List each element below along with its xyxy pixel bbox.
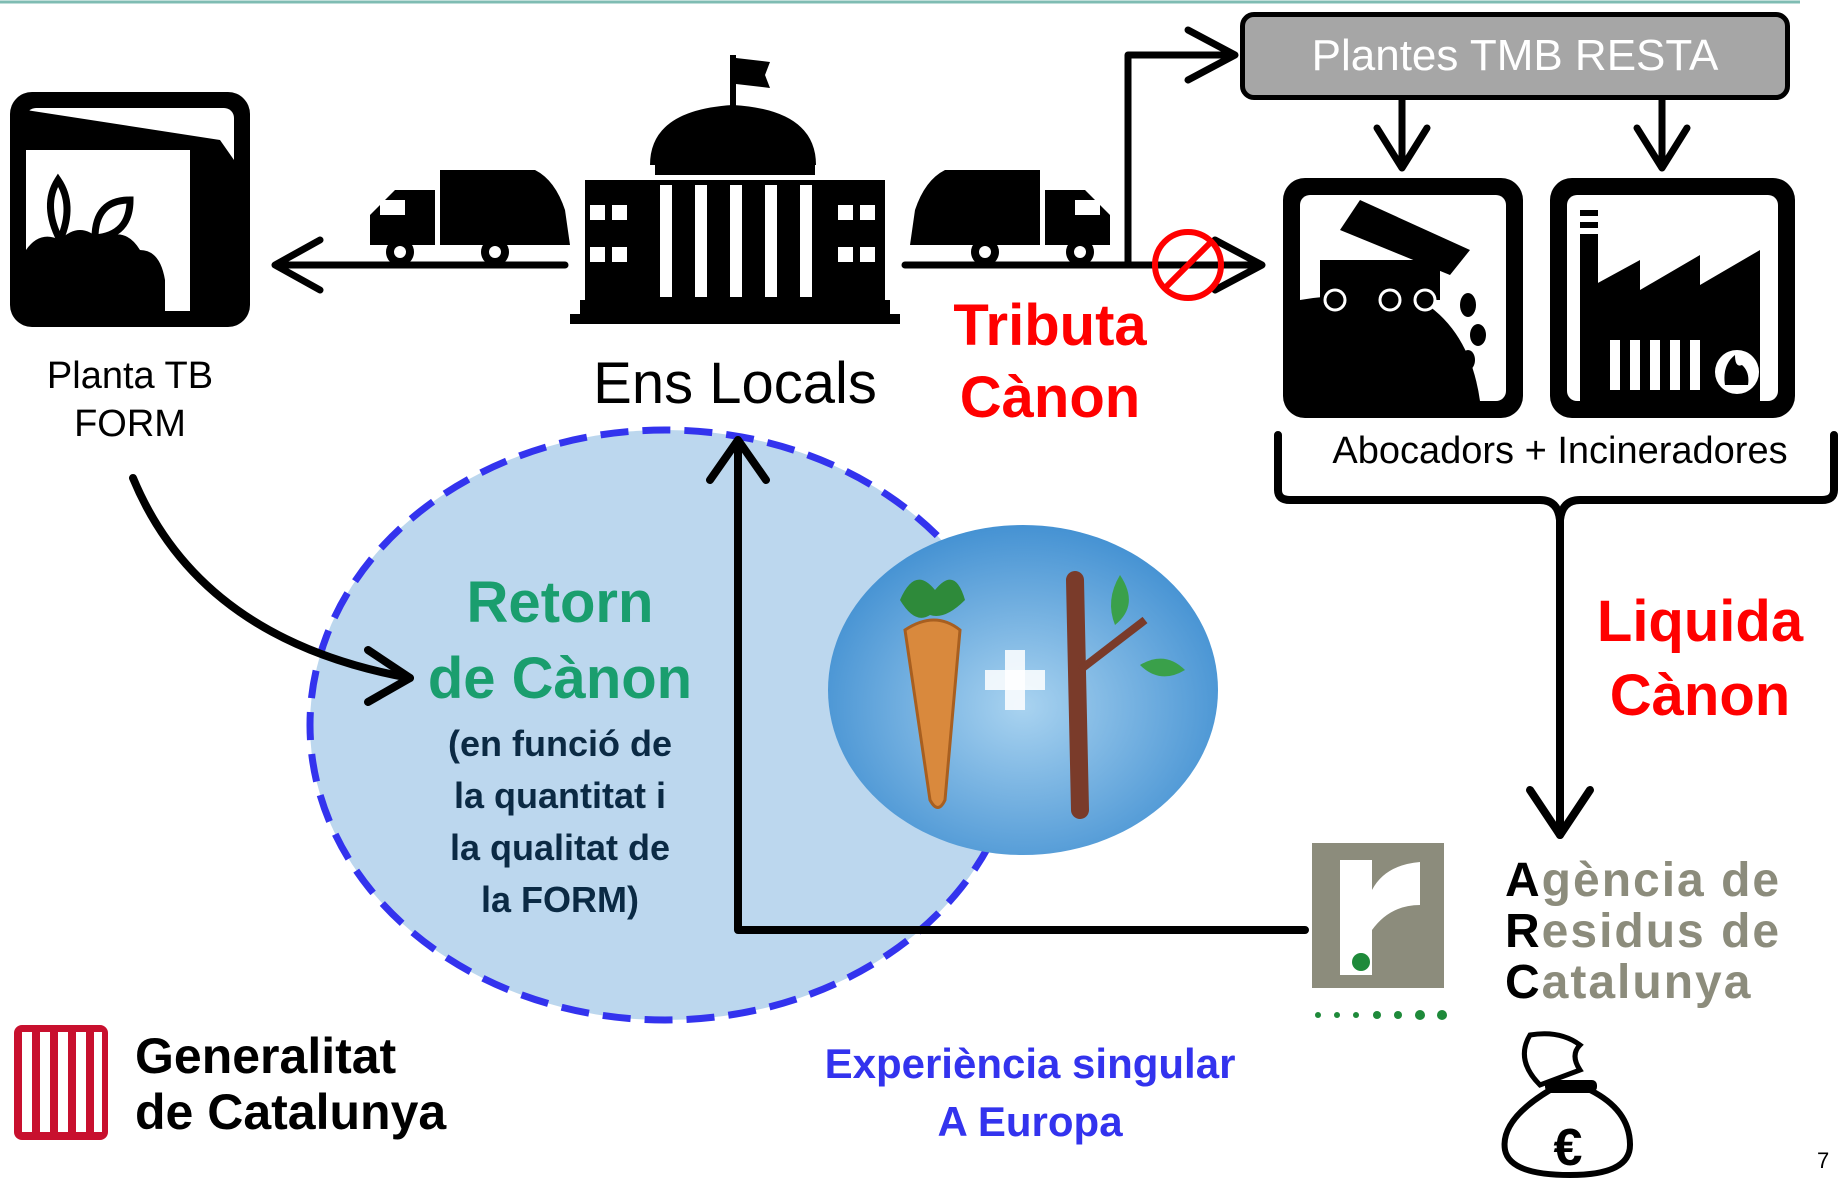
retorn-sub4: la FORM) [481, 879, 639, 920]
tmb-plants-box: Plantes TMB RESTA [1240, 12, 1790, 100]
arrow-to-tmb [1124, 26, 1239, 269]
retorn-title: Retorn de Cànon [400, 565, 720, 717]
arc-text-line1: Agència de [1505, 855, 1781, 907]
no-entry-icon [1152, 229, 1224, 301]
garbage-truck-icon [370, 170, 570, 266]
retorn-line2: de Cànon [427, 646, 693, 711]
generalitat-text: Generalitat de Catalunya [135, 1028, 446, 1140]
town-hall-icon [570, 55, 900, 324]
retorn-sub2: la quantitat i [453, 775, 666, 816]
arc-logo [1312, 843, 1447, 1020]
generalitat-line2: de Catalunya [135, 1084, 447, 1140]
tributa-line2: Cànon [959, 365, 1141, 430]
retorn-line1: Retorn [466, 570, 654, 635]
tributa-line1: Tributa [953, 293, 1147, 358]
retorn-subtitle: (en funció de la quantitat i la qualitat… [400, 718, 720, 926]
generalitat-logo [14, 1025, 108, 1140]
generalitat-line1: Generalitat [135, 1028, 397, 1084]
arc-initial-a: A [1505, 854, 1542, 907]
experiencia-line1: Experiència singular [824, 1040, 1236, 1087]
landfill-icon [1283, 178, 1523, 418]
arc-text-line3: Catalunya [1505, 957, 1752, 1009]
retorn-sub3: la qualitat de [449, 827, 671, 868]
carrot-branch-icon [828, 525, 1218, 855]
garbage-truck-icon [910, 170, 1110, 266]
retorn-sub1: (en funció de [448, 723, 672, 764]
arc-rest-1: gència de [1541, 854, 1782, 907]
experiencia-label: Experiència singular A Europa [790, 1035, 1270, 1151]
planta-line1: Planta TB [46, 355, 214, 397]
arrow-to-arc [1526, 511, 1594, 839]
ens-locals-label: Ens Locals [593, 351, 877, 416]
planta-label: Planta TB FORM [30, 352, 230, 448]
page-number: 7 [1817, 1148, 1830, 1173]
compost-plant-icon [10, 92, 250, 327]
arrow-to-planta [271, 236, 569, 294]
tributa-label: Tributa Cànon [935, 290, 1165, 434]
arc-rest-3: atalunya [1541, 956, 1753, 1009]
arc-initial-r: R [1505, 905, 1542, 958]
planta-line2: FORM [74, 403, 186, 445]
liquida-line2: Cànon [1609, 663, 1791, 728]
svg-text:€: € [1554, 1119, 1583, 1177]
arc-initial-c: C [1505, 956, 1542, 1009]
arrow-planta-to-retorn [129, 474, 414, 706]
arc-rest-2: esidus de [1541, 905, 1782, 958]
arrow-tmb-to-landfill [1373, 96, 1431, 172]
liquida-label: Liquida Cànon [1580, 585, 1820, 733]
incinerator-icon [1550, 178, 1795, 418]
liquida-line1: Liquida [1596, 589, 1804, 654]
arc-text-line2: Residus de [1505, 906, 1781, 958]
arrow-return-to-ens [706, 436, 1309, 934]
abocadors-label: Abocadors + Incineradores [1332, 430, 1788, 472]
experiencia-line2: A Europa [937, 1098, 1123, 1145]
tmb-plants-label: Plantes TMB RESTA [1311, 31, 1719, 80]
arrow-tmb-to-incinerator [1633, 96, 1691, 172]
money-bag-euro-icon: € [1501, 1031, 1634, 1179]
